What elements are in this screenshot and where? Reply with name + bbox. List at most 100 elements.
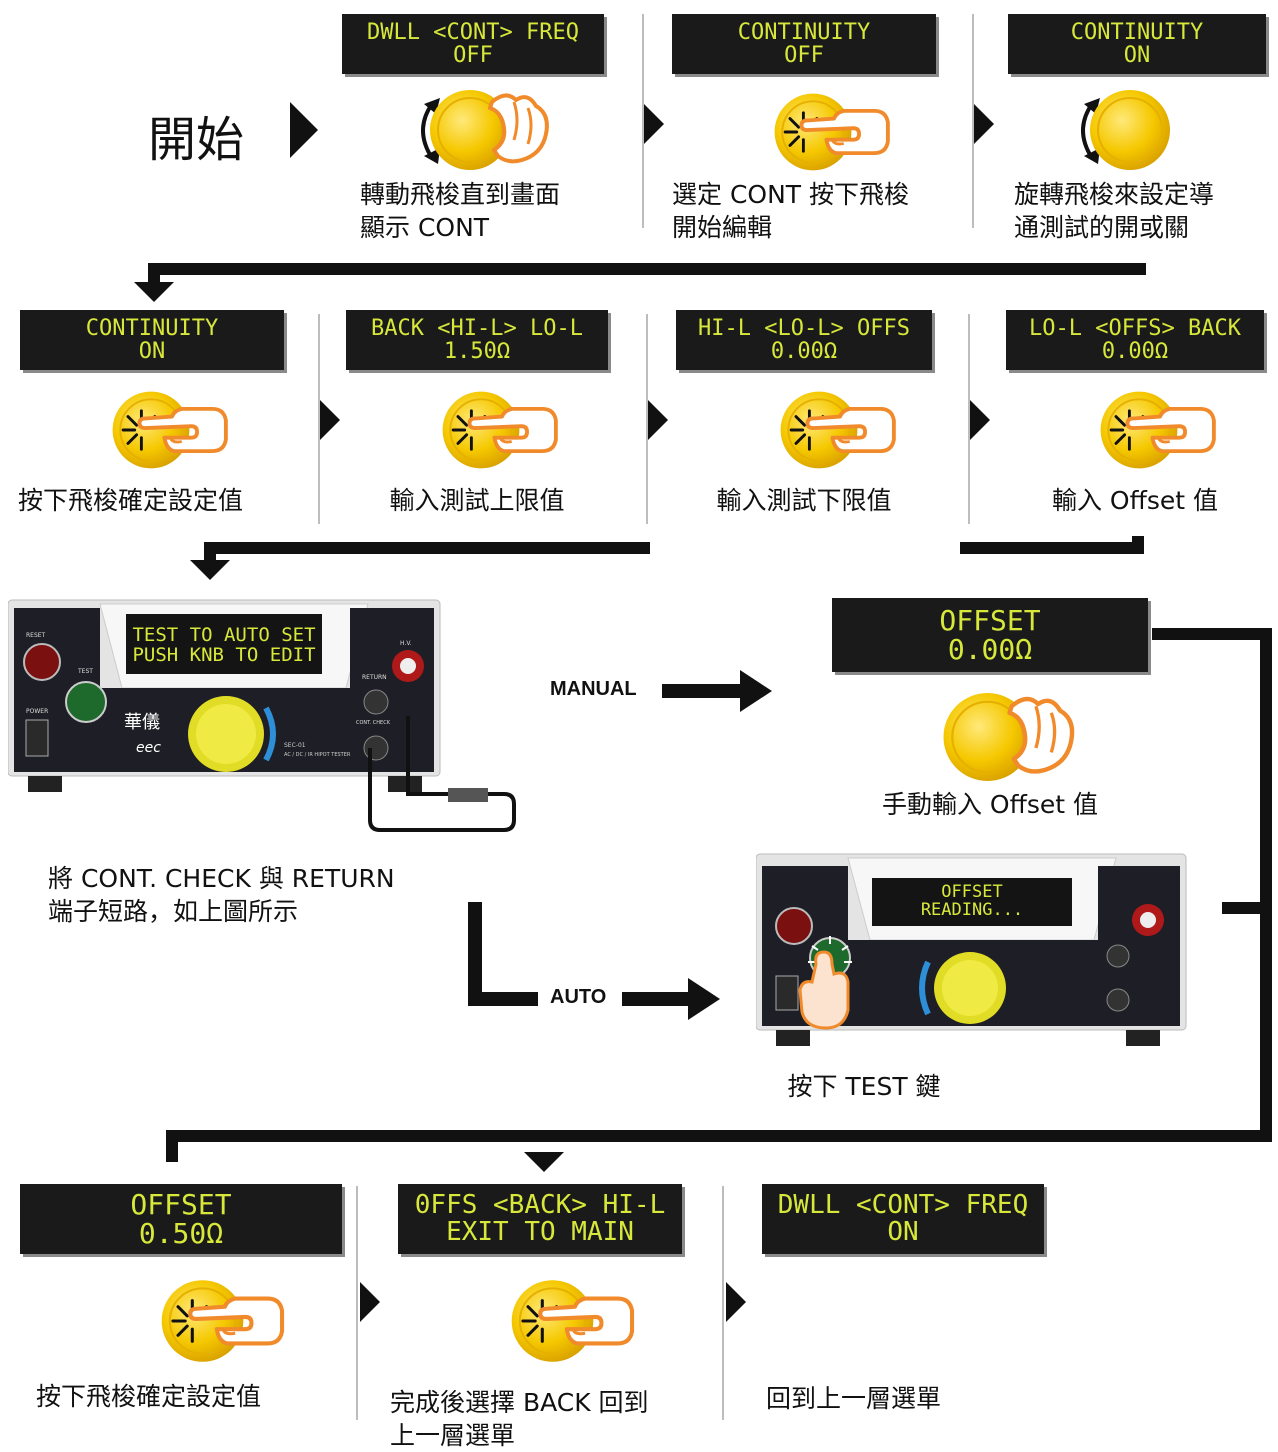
row2-step3-caption: 輸入測試下限值 (716, 486, 892, 515)
row2-step2-lcd: BACK <HI-L> LO-L 1.50Ω (346, 310, 608, 370)
knob-press-icon (111, 390, 228, 470)
lcd-line: OFFSET (939, 603, 1041, 637)
auto-arrow-shaft (622, 992, 690, 1006)
caption-line: 完成後選擇 BACK 回到 (390, 1388, 649, 1417)
lcd-line: DWLL <CONT> FREQ (777, 1189, 1029, 1220)
knob-press-icon (441, 390, 558, 470)
divider (972, 14, 974, 228)
row2-step4-caption: 輸入 Offset 值 (1051, 486, 1218, 515)
caption-line: 上一層選單 (390, 1421, 516, 1450)
knob-press-icon (1099, 390, 1216, 470)
reset-label: RESET (26, 632, 46, 639)
flow-connector (204, 542, 650, 554)
divider (968, 314, 970, 524)
lcd-line: PUSH KNB TO EDIT (132, 644, 316, 666)
divider (646, 314, 648, 524)
lcd-line: CONTINUITY (737, 19, 871, 45)
caption-line: 端子短路，如上圖所示 (48, 897, 299, 926)
lcd-line: OFFSET (941, 882, 1003, 903)
row2-step4-lcd: LO-L <OFFS> BACK 0.00Ω (1006, 310, 1264, 370)
row4-step3-lcd: DWLL <CONT> FREQ ON (762, 1184, 1044, 1254)
caption-line: 顯示 CONT (360, 213, 490, 242)
row4-step1-caption: 按下飛梭確定設定值 (36, 1382, 262, 1411)
flow-connector (1222, 902, 1272, 914)
lcd-line: 0.00Ω (770, 339, 838, 364)
lcd-line: DWLL <CONT> FREQ (367, 19, 579, 45)
flow-connector (166, 1130, 1272, 1142)
step-arrow-icon (726, 1282, 746, 1322)
step-arrow-icon (970, 400, 990, 440)
auto-connector (468, 992, 538, 1006)
lcd-line: 0FFS <BACK> HI-L (414, 1189, 666, 1220)
row1-step1-caption: 轉動飛梭直到畫面 顯示 CONT (360, 178, 630, 244)
model-desc-label: AC / DC / IR HIPOT TESTER (284, 752, 351, 758)
lcd-line: 0.00Ω (947, 633, 1033, 666)
row1-step3-lcd: CONTINUITY ON (1008, 14, 1266, 74)
lcd-line: OFF (784, 43, 824, 68)
flow-connector (204, 542, 216, 560)
row2-step3-lcd: HI-L <LO-L> OFFS 0.00Ω (676, 310, 932, 370)
manual-caption: 手動輸入 Offset 值 (881, 790, 1098, 819)
down-arrow-icon (190, 560, 230, 580)
caption-line: 旋轉飛梭來設定導 (1014, 180, 1215, 209)
knob-turn-icon (421, 89, 549, 171)
knob-press-icon (773, 92, 890, 172)
row1-step2-caption: 選定 CONT 按下飛梭 開始編輯 (672, 178, 952, 244)
manual-lcd: OFFSET 0.00Ω (832, 598, 1148, 672)
flow-connector (1132, 536, 1144, 554)
step-arrow-icon (974, 104, 994, 144)
manual-label: MANUAL (550, 678, 637, 700)
lcd-line: TEST TO AUTO SET (132, 624, 316, 647)
lcd-line: OFFSET (130, 1187, 232, 1221)
hv-label: H.V. (400, 640, 412, 647)
brand-label: 華儀 (124, 712, 160, 733)
manual-arrow-shaft (662, 684, 742, 698)
caption-line: 選定 CONT 按下飛梭 (672, 180, 910, 209)
flow-connector (1260, 628, 1272, 1142)
logo-label: eec (136, 740, 161, 756)
divider (356, 1186, 358, 1420)
lcd-line: HI-L <LO-L> OFFS (698, 315, 910, 341)
test-label: TEST (78, 668, 93, 675)
row1-step3-caption: 旋轉飛梭來設定導 通測試的開或關 (1014, 178, 1274, 244)
flow-connector (166, 1130, 178, 1162)
lcd-line: 0.50Ω (138, 1217, 224, 1250)
auto-label: AUTO (550, 986, 607, 1008)
flow-connector (148, 263, 160, 283)
auto-arrow-icon (688, 978, 720, 1020)
step-arrow-icon (320, 400, 340, 440)
flow-connector (148, 263, 1146, 275)
row1-step2-lcd: CONTINUITY OFF (672, 14, 936, 74)
return-label: RETURN (362, 674, 387, 681)
start-label: 開始 (148, 112, 245, 168)
start-arrow-icon (290, 102, 318, 158)
row1-step1-lcd: DWLL <CONT> FREQ OFF (342, 14, 604, 74)
auto-connector (468, 902, 482, 1006)
auto-caption: 按下 TEST 鍵 (787, 1072, 941, 1101)
flow-connector (1152, 628, 1272, 640)
lcd-line: CONTINUITY (85, 315, 219, 341)
lcd-line: OFF (453, 43, 493, 68)
knob-press-icon (160, 1279, 318, 1363)
row2-step1-caption: 按下飛梭確定設定值 (18, 486, 244, 515)
flow-connector (960, 542, 1144, 554)
step-arrow-icon (360, 1282, 380, 1322)
lcd-line: ON (138, 339, 166, 364)
lcd-line: BACK <HI-L> LO-L (371, 315, 583, 341)
row4-step2-lcd: 0FFS <BACK> HI-L EXIT TO MAIN (398, 1184, 682, 1254)
model-label: SEC-01 (284, 742, 306, 749)
lcd-line: ON (1123, 43, 1151, 68)
manual-arrow-icon (740, 670, 772, 712)
caption-line: 開始編輯 (672, 213, 773, 242)
lcd-line: READING... (920, 900, 1024, 920)
divider (318, 314, 320, 524)
row4-step1-lcd: OFFSET 0.50Ω (20, 1184, 342, 1254)
device-lcd: TEST TO AUTO SET PUSH KNB TO EDIT (130, 620, 318, 672)
lcd-line: EXIT TO MAIN (446, 1217, 634, 1247)
lcd-line: 0.00Ω (1101, 339, 1169, 364)
down-arrow-icon (524, 1152, 564, 1172)
knob-press-icon (510, 1279, 668, 1363)
step-arrow-icon (648, 400, 668, 440)
cont-label: CONT. CHECK (356, 720, 390, 726)
lcd-line: LO-L <OFFS> BACK (1029, 315, 1241, 341)
